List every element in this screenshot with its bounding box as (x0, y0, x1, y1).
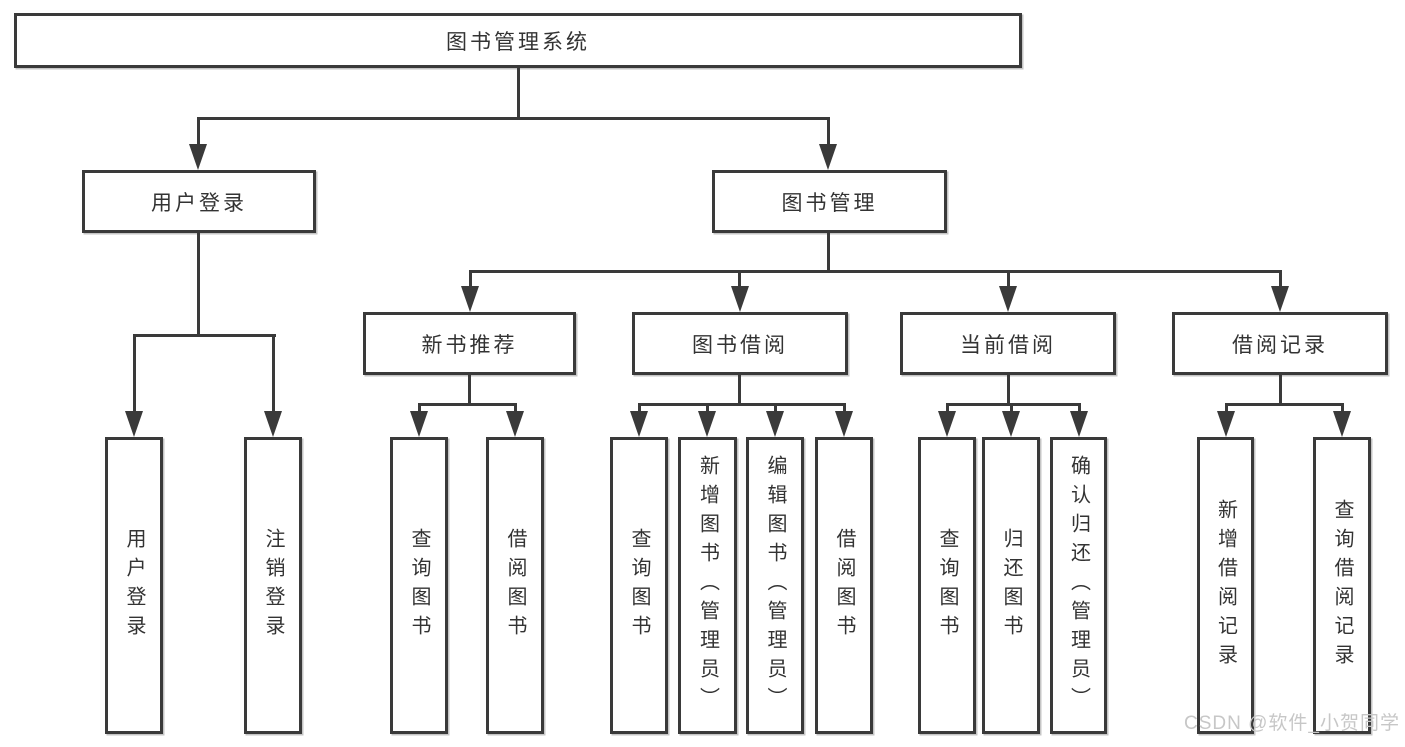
leaf-add-books-admin: 新增图书（管理员） (678, 437, 737, 734)
connector-arrowhead (819, 144, 837, 170)
node-current-borrowing: 当前借阅 (900, 312, 1116, 375)
connector-line (417, 402, 517, 406)
connector-arrowhead (506, 411, 524, 437)
node-user-login: 用户登录 (82, 170, 316, 233)
connector-line (842, 402, 846, 414)
node-book-management: 图书管理 (712, 170, 947, 233)
connector-line (468, 269, 1282, 273)
leaf-add-borrow-record: 新增借阅记录 (1197, 437, 1254, 734)
connector-line (826, 231, 830, 272)
leaf-borrow-query-books-label: 查询图书 (628, 527, 650, 644)
connector-arrowhead (189, 144, 207, 170)
connector-line (1278, 374, 1282, 405)
leaf-logout-label: 注销登录 (262, 527, 284, 644)
leaf-user-login-label: 用户登录 (123, 527, 145, 644)
connector-line (196, 116, 200, 148)
connector-arrowhead (730, 286, 749, 312)
node-current-borrowing-label: 当前借阅 (960, 333, 1056, 357)
node-new-book-recommend: 新书推荐 (363, 312, 576, 375)
connector-line (738, 374, 741, 405)
connector-arrowhead (125, 411, 143, 437)
connector-line (132, 333, 276, 337)
connector-line (705, 402, 709, 414)
connector-arrowhead (1002, 411, 1020, 437)
connector-line (1224, 402, 1344, 406)
leaf-recommend-query-books: 查询图书 (390, 437, 448, 734)
connector-line (417, 402, 421, 414)
leaf-logout: 注销登录 (244, 437, 302, 734)
node-new-book-recommend-label: 新书推荐 (421, 333, 518, 357)
connector-line (945, 402, 949, 414)
connector-line (1278, 269, 1282, 290)
connector-line (1077, 402, 1081, 414)
connector-arrowhead (410, 411, 428, 437)
connector-line (513, 402, 517, 414)
node-user-login-label: 用户登录 (151, 191, 247, 215)
leaf-confirm-return-admin-label: 确认归还（管理员） (1067, 455, 1090, 716)
leaf-recommend-borrow-books-label: 借阅图书 (504, 527, 526, 644)
connector-arrowhead (766, 411, 784, 437)
leaf-current-query-books-label: 查询图书 (936, 527, 958, 644)
connector-arrowhead (938, 411, 956, 437)
watermark-text: CSDN @软件_小贺同学 (1184, 713, 1400, 734)
connector-arrowhead (630, 411, 648, 437)
connector-arrowhead (835, 411, 853, 437)
connector-arrowhead (1217, 411, 1235, 437)
leaf-query-borrow-record: 查询借阅记录 (1313, 437, 1371, 734)
connector-line (196, 231, 200, 336)
node-book-management-label: 图书管理 (781, 191, 878, 215)
connector-line (637, 402, 846, 406)
leaf-borrow-query-books: 查询图书 (610, 437, 668, 734)
connector-line (516, 66, 520, 119)
connector-line (132, 333, 136, 414)
node-root-label: 图书管理系统 (446, 30, 590, 54)
leaf-edit-books-admin-label: 编辑图书（管理员） (764, 455, 786, 716)
connector-arrowhead (999, 286, 1017, 312)
node-borrowing-records: 借阅记录 (1172, 312, 1388, 375)
connector-arrowhead (461, 286, 479, 312)
node-borrowing-records-label: 借阅记录 (1232, 333, 1328, 357)
leaf-borrow-books-label: 借阅图书 (833, 527, 855, 644)
connector-line (1340, 402, 1344, 414)
leaf-edit-books-admin: 编辑图书（管理员） (746, 437, 804, 734)
connector-line (826, 116, 830, 148)
leaf-recommend-borrow-books: 借阅图书 (486, 437, 544, 734)
leaf-return-books: 归还图书 (982, 437, 1040, 734)
connector-arrowhead (264, 411, 282, 437)
connector-line (1224, 402, 1228, 414)
leaf-user-login: 用户登录 (105, 437, 163, 734)
leaf-add-books-admin-label: 新增图书（管理员） (696, 455, 719, 716)
connector-line (1009, 402, 1013, 414)
connector-line (1006, 269, 1010, 290)
leaf-add-borrow-record-label: 新增借阅记录 (1214, 498, 1237, 673)
connector-arrowhead (1333, 411, 1351, 437)
connector-line (1006, 374, 1010, 405)
leaf-current-query-books: 查询图书 (918, 437, 976, 734)
connector-line (468, 269, 472, 290)
leaf-confirm-return-admin: 确认归还（管理员） (1050, 437, 1107, 734)
leaf-recommend-query-books-label: 查询图书 (408, 527, 430, 644)
leaf-query-borrow-record-label: 查询借阅记录 (1331, 498, 1353, 673)
leaf-borrow-books: 借阅图书 (815, 437, 873, 734)
connector-line (271, 333, 275, 414)
connector-line (196, 116, 830, 120)
node-book-borrowing: 图书借阅 (632, 312, 848, 375)
connector-arrowhead (698, 411, 716, 437)
leaf-return-books-label: 归还图书 (1000, 527, 1022, 644)
connector-line (468, 374, 471, 405)
node-book-borrowing-label: 图书借阅 (692, 333, 788, 357)
node-root: 图书管理系统 (14, 13, 1022, 68)
connector-line (738, 269, 741, 290)
connector-line (637, 402, 641, 414)
connector-arrowhead (1271, 286, 1289, 312)
connector-line (945, 402, 1080, 406)
connector-line (773, 402, 777, 414)
connector-arrowhead (1070, 411, 1088, 437)
